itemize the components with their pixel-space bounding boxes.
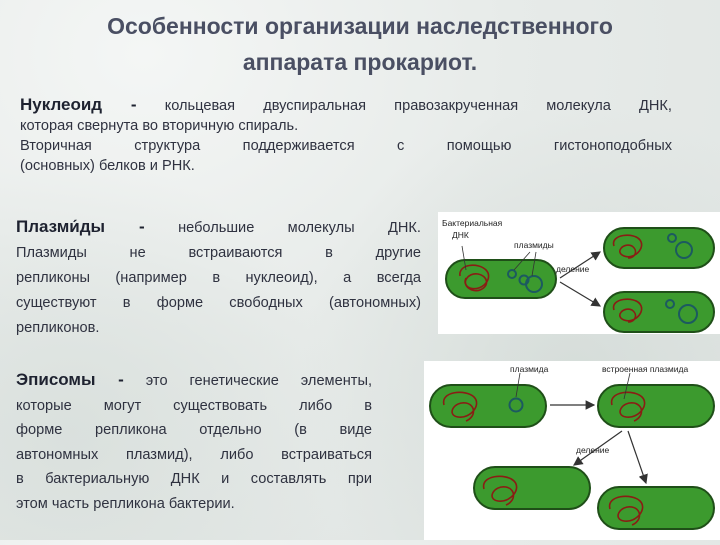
episomes-line-2: которые могут существовать либо в [16, 397, 372, 414]
label-plasmids: плазмиды [514, 240, 554, 250]
daughter-plasmid-icon [678, 304, 698, 324]
division-arrow [627, 430, 648, 485]
division-arrow [559, 251, 602, 279]
division-arrow [573, 430, 623, 466]
daughter-dna-icon [483, 475, 518, 506]
plasmid-division-figure: Бактериальная ДНК плазмиды деление [438, 212, 720, 334]
cell-integrated-plasmid [597, 384, 715, 428]
label-pointer [461, 245, 467, 271]
daughter-cell-left [473, 466, 591, 510]
label-division: деление [576, 445, 610, 455]
episomes-line-1: Эписомы - это генетические элементы, [16, 368, 372, 394]
daughter-dna-icon [612, 298, 643, 323]
integrated-dna-icon [611, 391, 646, 422]
plasmids-line-1: Плазми́ды - небольшие молекулы ДНК. [16, 214, 421, 241]
episomes-definition: Эписомы - это генетические элементы, кот… [16, 368, 372, 516]
episomes-line-4: автономных плазмид), либо встраиваться [16, 446, 372, 463]
episomes-text-1: это генетические элементы, [145, 373, 372, 389]
free-plasmid-icon [508, 397, 524, 413]
plasmids-text-1: небольшие молекулы ДНК. [178, 220, 421, 236]
label-bacterial-dna: Бактериальная [442, 218, 503, 228]
label-bacterial-dna-2: ДНК [452, 230, 469, 240]
parent-plasmid-icon [507, 269, 517, 279]
division-arrow [559, 281, 602, 307]
daughter-dna-icon [609, 495, 644, 526]
daughter-cell-right [597, 486, 715, 530]
nucleoid-line-4: (основных) белков и РНК. [20, 158, 195, 174]
nucleoid-text-1: кольцевая двуспиральная правозакрученная… [164, 98, 672, 114]
plasmids-line-3: репликоны (например в нуклеоид), а всегд… [16, 270, 421, 286]
cell-free-plasmid [429, 384, 547, 428]
episomes-line-3: форме репликона отдельно (в виде [16, 422, 372, 438]
episome-dna-icon [443, 391, 478, 422]
parent-plasmid-icon [518, 274, 530, 286]
label-integrated-plasmid: встроенная плазмида [602, 364, 688, 374]
label-pointer [513, 251, 531, 271]
daughter-dna-icon [612, 234, 643, 259]
parent-plasmid-icon [525, 275, 543, 293]
episomes-line-5: в бактериальную ДНК и составлять при [16, 471, 372, 487]
nucleoid-definition: Нуклеоид - кольцевая двуспиральная право… [20, 95, 672, 176]
title-line-1: Особенности организации наследственного [107, 13, 613, 39]
episome-integration-diagram: плазмида встроенная плазмида деление [429, 364, 715, 530]
episome-integration-figure: плазмида встроенная плазмида деление [424, 361, 720, 540]
slide-title: Особенности организации наследственного … [20, 8, 700, 80]
plasmid-division-diagram: Бактериальная ДНК плазмиды деление [442, 218, 715, 333]
plasmids-term: Плазми́ды - [16, 217, 145, 236]
daughter-plasmid-icon [665, 299, 675, 309]
parent-dna-icon [459, 264, 490, 292]
title-line-2: аппарата прокариот. [242, 49, 478, 75]
label-plasmid: плазмида [510, 364, 549, 374]
nucleoid-line-1: Нуклеоид - кольцевая двуспиральная право… [20, 95, 672, 116]
plasmids-definition: Плазми́ды - небольшие молекулы ДНК. Плаз… [16, 214, 421, 341]
episomes-line-6: этом часть репликона бактерии. [16, 495, 235, 512]
daughter-plasmid-icon [675, 241, 693, 259]
label-pointer [623, 372, 631, 400]
episomes-term: Эписомы - [16, 370, 124, 389]
label-division: деление [556, 264, 590, 274]
nucleoid-line-3: Вторичная структура поддерживается с пом… [20, 138, 672, 154]
daughter-plasmid-icon [667, 233, 677, 243]
label-pointer [531, 251, 537, 277]
nucleoid-term: Нуклеоид - [20, 95, 137, 114]
nucleoid-line-2: которая свернута во вторичную спираль. [20, 118, 299, 134]
plasmids-line-4: существуют в форме свободных (автономных… [16, 295, 421, 311]
plasmids-line-5: репликонов. [16, 320, 100, 336]
label-pointer [515, 372, 521, 398]
plasmids-line-2: Плазмиды не встраиваются в другие [16, 245, 421, 261]
